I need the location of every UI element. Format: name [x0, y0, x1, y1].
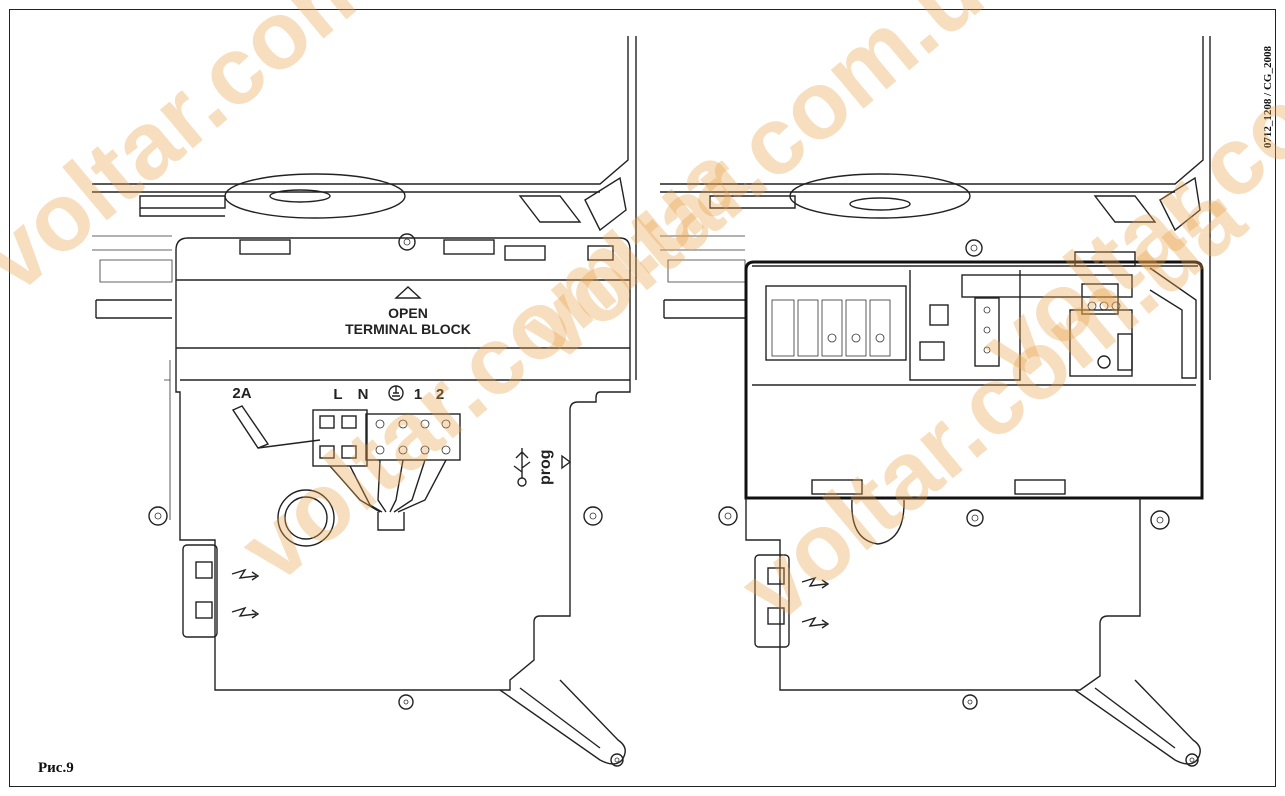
- right-view-open: [660, 36, 1211, 767]
- document-reference: 0712_1208 / CG_2008: [1262, 46, 1274, 149]
- terminal-1-label: 1: [414, 386, 422, 403]
- open-label-line2: TERMINAL BLOCK: [345, 321, 471, 337]
- prog-label: prog: [537, 449, 554, 485]
- left-view-closed: [92, 36, 637, 767]
- figure-frame: [9, 9, 1276, 787]
- terminal-N-label: N: [358, 386, 369, 403]
- figure-caption: Рис.9: [38, 760, 74, 776]
- fuse-label: 2A: [232, 385, 251, 402]
- open-label-line1: OPEN: [388, 305, 428, 321]
- terminal-2-label: 2: [436, 386, 444, 403]
- open-terminal-row: [771, 299, 891, 357]
- terminal-block: [312, 409, 461, 531]
- terminal-L-label: L: [333, 386, 342, 403]
